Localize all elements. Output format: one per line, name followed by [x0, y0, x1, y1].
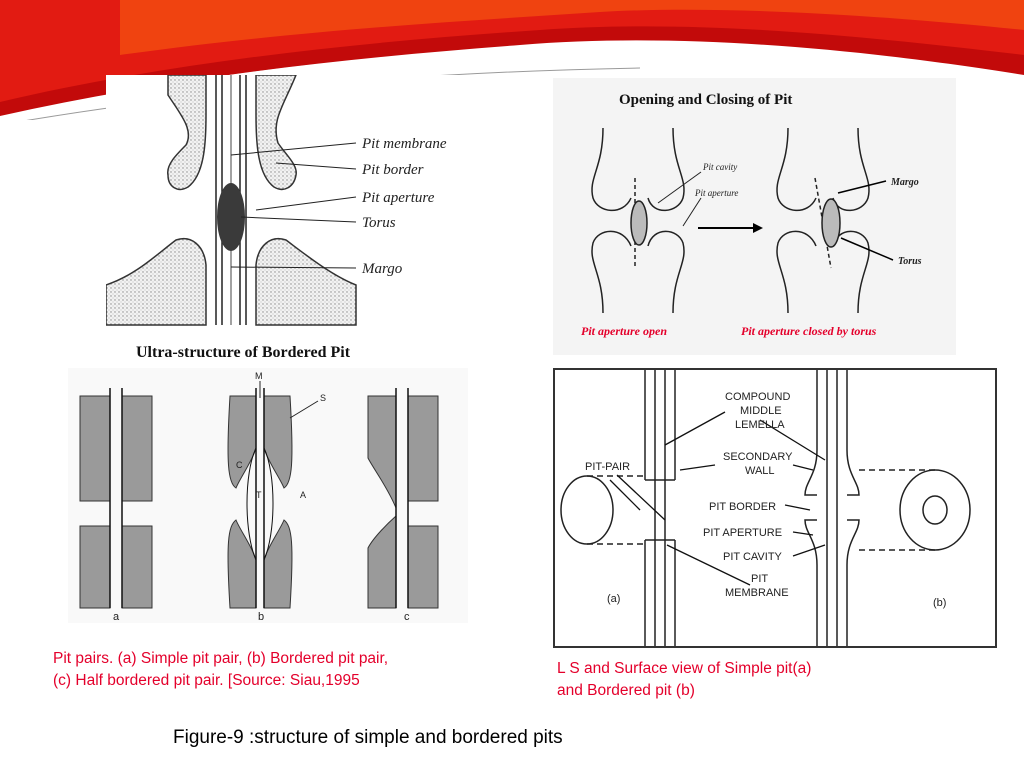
- ls-surface-panel: COMPOUND MIDDLE LEMELLA SECONDARY WALL P…: [553, 368, 997, 648]
- label-ls-pit-2: MEMBRANE: [725, 587, 789, 599]
- ls-leader-lines: [609, 411, 826, 586]
- ultra-structure-panel: Pit membrane Pit border Pit aperture Tor…: [106, 75, 504, 365]
- label-ls-pit-aperture: PIT APERTURE: [703, 527, 782, 539]
- label-compound-3: LEMELLA: [735, 419, 785, 431]
- ultra-structure-drawing: [106, 75, 357, 326]
- label-pit-aperture-small: Pit aperture: [694, 188, 738, 198]
- label-aperture-closed: Pit aperture closed by torus: [741, 324, 877, 338]
- label-pair-a: a: [113, 611, 120, 623]
- label-c: C: [236, 460, 243, 470]
- pit-pairs-caption-line2: (c) Half bordered pit pair. [Source: Sia…: [53, 672, 360, 689]
- label-pair-b: b: [258, 611, 264, 623]
- label-ls-b: (b): [933, 597, 946, 609]
- opening-closing-title: Opening and Closing of Pit: [619, 92, 792, 108]
- label-pit-cavity: Pit cavity: [702, 162, 737, 172]
- label-t: T: [256, 490, 262, 500]
- label-secondary-1: SECONDARY: [723, 451, 793, 463]
- figure-caption: Figure-9 :structure of simple and border…: [173, 727, 563, 748]
- label-ls-pit-cavity: PIT CAVITY: [723, 551, 783, 563]
- ls-caption-line2: and Bordered pit (b): [557, 682, 695, 699]
- label-a: A: [300, 490, 306, 500]
- label-ls-pit-border: PIT BORDER: [709, 501, 776, 513]
- label-s: S: [320, 393, 326, 403]
- ultra-structure-title: Ultra-structure of Bordered Pit: [136, 344, 351, 361]
- label-secondary-2: WALL: [745, 465, 775, 477]
- label-pair-c: c: [404, 611, 410, 623]
- label-aperture-open: Pit aperture open: [581, 324, 667, 338]
- simple-pit-drawing: [560, 370, 676, 646]
- label-m: M: [255, 371, 263, 381]
- label-torus-small: Torus: [898, 256, 922, 267]
- pit-pairs-caption: Pit pairs. (a) Simple pit pair, (b) Bord…: [53, 648, 523, 692]
- pit-pairs-panel: M S C T A a b c: [68, 368, 468, 623]
- opening-closing-panel: Opening and Closing of Pit Pit cavity Pi…: [553, 78, 956, 355]
- label-pit-aperture: Pit aperture: [361, 190, 435, 206]
- label-compound-2: MIDDLE: [740, 405, 782, 417]
- label-pit-pair: PIT-PAIR: [585, 461, 630, 473]
- pit-pair-a-drawing: [79, 388, 153, 609]
- ls-caption-line1: L S and Surface view of Simple pit(a): [557, 660, 812, 677]
- transition-arrowhead: [753, 223, 763, 233]
- pit-pair-c-drawing: [367, 388, 439, 609]
- label-torus: Torus: [362, 215, 396, 231]
- bordered-pit-drawing: [804, 370, 971, 646]
- pit-pairs-caption-line1: Pit pairs. (a) Simple pit pair, (b) Bord…: [53, 650, 389, 667]
- pit-open-drawing: [591, 127, 685, 314]
- pit-pair-b-drawing: [227, 388, 293, 609]
- label-pit-border: Pit border: [361, 162, 424, 178]
- label-pit-membrane: Pit membrane: [361, 136, 447, 152]
- label-ls-a: (a): [607, 593, 620, 605]
- pit-closed-drawing: [776, 127, 870, 314]
- ls-caption: L S and Surface view of Simple pit(a) an…: [557, 658, 977, 702]
- label-margo-small: Margo: [890, 177, 919, 188]
- label-compound-1: COMPOUND: [725, 391, 790, 403]
- label-margo: Margo: [361, 261, 403, 277]
- label-ls-pit-1: PIT: [751, 573, 768, 585]
